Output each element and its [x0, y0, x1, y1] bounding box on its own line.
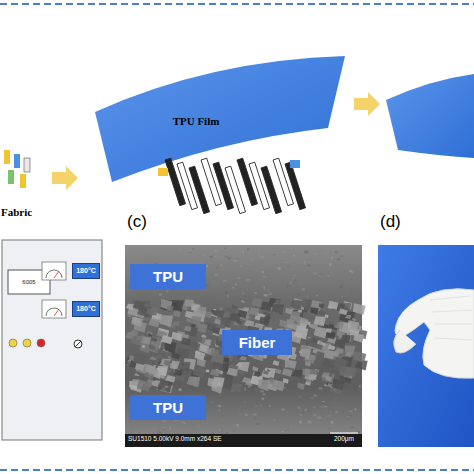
node-text: 180°C	[76, 305, 96, 312]
node-text: TPU Film	[173, 115, 220, 127]
laminated-sheet	[386, 74, 474, 158]
region-label-box: TPU	[130, 395, 206, 420]
node-text: TPU	[153, 268, 183, 286]
sem-texture	[125, 247, 367, 435]
scale-bar	[330, 433, 358, 434]
region-label-box: Fiber	[222, 330, 292, 355]
frame-line	[0, 469, 474, 471]
fabric-fibers	[158, 158, 306, 214]
panel-letter: (d)	[380, 212, 401, 232]
sem-image	[125, 245, 362, 447]
hot-press-machine	[2, 240, 102, 440]
node-text: TPU	[153, 399, 183, 417]
node-text: 180°C	[76, 267, 96, 274]
region-label-box: TPU	[130, 264, 206, 289]
glove	[394, 289, 474, 378]
display-reading: 6005	[22, 279, 35, 285]
scale-label: 200μm	[334, 435, 354, 442]
frame-line	[0, 3, 474, 5]
panel-letter: (c)	[127, 212, 147, 232]
temperature-display: 180°C	[72, 263, 100, 279]
sem-info: SU1510 5.00kV 9.0mm x264 SE	[128, 435, 222, 442]
process-arrow	[354, 92, 380, 116]
tpu-film-sheet	[95, 56, 345, 182]
fabric-icon	[0, 150, 30, 188]
glove-photo	[378, 245, 474, 447]
process-arrow	[52, 166, 78, 190]
sem-info-bar	[125, 434, 362, 447]
panel-label: Fabric	[1, 206, 32, 218]
temperature-display: 180°C	[72, 301, 100, 317]
node-text: Fiber	[239, 334, 276, 352]
film-label: TPU Film	[170, 114, 223, 129]
